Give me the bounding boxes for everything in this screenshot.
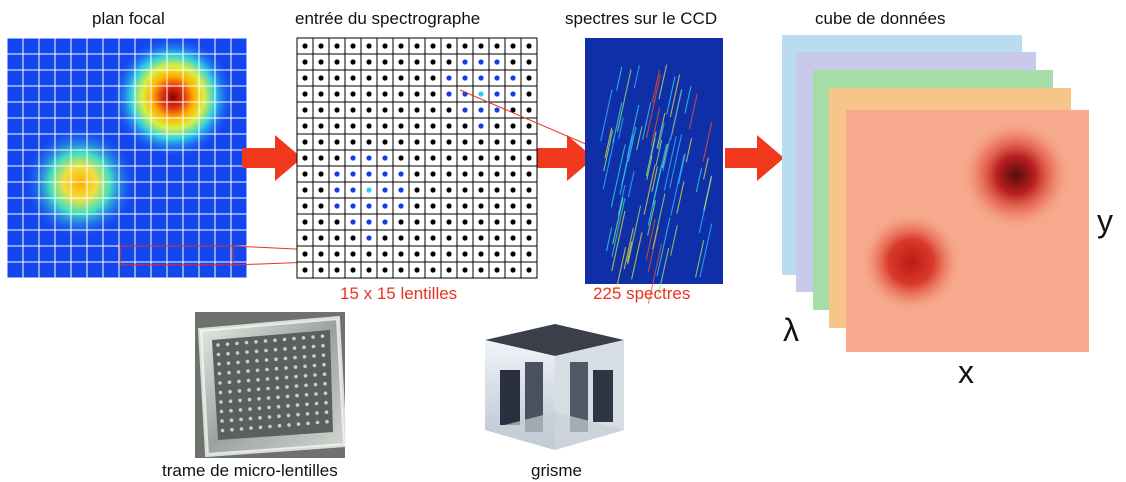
label-lenslet-array-photo: trame de micro-lentilles [162,461,338,480]
axis-label-lambda: λ [783,312,799,348]
arrow-3 [725,135,784,181]
cube-front-layer [846,110,1089,352]
label-spectrograph-input: entrée du spectrographe [295,9,481,28]
label-lenslet-count: 15 x 15 lentilles [340,284,458,303]
lenslet-grid [296,37,538,279]
label-ccd-spectra: spectres sur le CCD [565,9,718,28]
label-focal-plane: plan focal [92,9,165,28]
label-data-cube: cube de données [815,9,946,28]
label-spectra-count: 225 spectres [593,284,691,303]
arrow-1 [242,135,302,181]
focal-plane-grid [6,37,248,279]
axis-label-x: x [958,354,974,390]
arrow-2 [536,135,594,181]
grism-photo [482,324,627,456]
data-cube [782,35,1089,352]
ccd-spectra-image [585,38,723,304]
lenslet-array-photo [195,312,348,458]
flow-arrows [242,135,784,181]
axis-label-y: y [1097,203,1113,239]
label-grism-photo: grisme [531,461,583,480]
selection-box [119,245,234,266]
focal-plane-image [6,37,248,279]
